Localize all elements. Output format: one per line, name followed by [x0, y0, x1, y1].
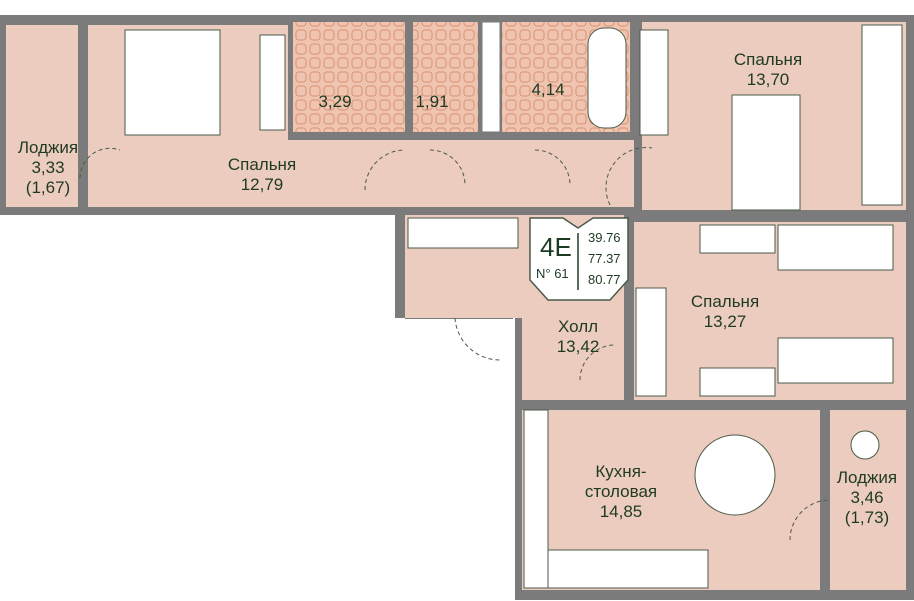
wardrobe-2	[639, 29, 669, 136]
door-arcs	[79, 147, 831, 541]
room-wc-191	[413, 22, 478, 132]
total-area: 77.37	[588, 251, 621, 266]
label-bathroom-329: 3,29	[318, 92, 351, 112]
shaft	[481, 21, 501, 133]
room-name: Лоджия	[17, 138, 79, 157]
bed-4	[777, 337, 894, 384]
room-area-reduced: (1,73)	[844, 508, 890, 527]
kitchen-counter	[523, 409, 549, 589]
living-area: 39.76	[588, 230, 621, 245]
room-area: 13,42	[556, 337, 600, 356]
plant	[850, 430, 880, 460]
label-bedroom-1279: Спальня 12,79	[228, 155, 296, 195]
label-bathroom-414: 4,14	[531, 80, 564, 100]
label-kitchen: Кухня- столовая 14,85	[585, 462, 657, 522]
desk-1	[861, 24, 903, 206]
label-bedroom-1327: Спальня 13,27	[691, 292, 759, 332]
room-hall-lower	[522, 300, 624, 400]
apartment-number: N° 61	[536, 266, 569, 281]
desk-3	[699, 367, 776, 397]
bed-1	[124, 29, 221, 136]
room-name: Спальня	[227, 155, 297, 174]
label-wc-191: 1,91	[415, 92, 448, 112]
room-loggia-left	[6, 25, 78, 207]
apartment-type: 4E	[540, 232, 572, 262]
room-name-cont: столовая	[584, 482, 658, 501]
bed-2	[731, 94, 801, 211]
entry	[405, 318, 513, 319]
room-bathroom-329	[293, 22, 405, 132]
room-name: Кухня-	[595, 462, 647, 481]
apartment-badge: 4E N° 61 39.76 77.37 80.77	[526, 218, 630, 300]
room-area-reduced: (1,67)	[25, 178, 71, 197]
room-name: Спальня	[733, 50, 803, 69]
total-area-with-loggias: 80.77	[588, 272, 621, 287]
label-loggia-left: Лоджия 3,33 (1,67)	[18, 138, 78, 198]
dining-table	[694, 434, 776, 516]
room-area: 14,85	[599, 502, 643, 521]
room-area: 4,14	[531, 80, 565, 99]
apartment-areas: 39.76 77.37 80.77	[588, 227, 621, 290]
label-hall: Холл 13,42	[557, 317, 600, 357]
wardrobe-3	[407, 217, 519, 249]
label-loggia-right: Лоджия 3,46 (1,73)	[837, 468, 897, 528]
room-area: 13,27	[703, 312, 747, 331]
room-corridor	[88, 140, 634, 207]
label-bedroom-1370: Спальня 13,70	[734, 50, 802, 90]
wardrobe-4	[635, 287, 667, 397]
room-area: 3,33	[31, 158, 65, 177]
wardrobe-1	[259, 34, 286, 131]
room-area: 3,29	[318, 92, 352, 111]
desk-2	[699, 224, 776, 254]
bathtub	[587, 27, 627, 129]
room-area: 12,79	[240, 175, 284, 194]
room-area: 3,46	[850, 488, 884, 507]
room-area: 1,91	[415, 92, 449, 111]
kitchen-counter-bottom	[547, 549, 709, 589]
bed-3	[777, 224, 894, 271]
room-name: Лоджия	[836, 468, 898, 487]
room-name: Холл	[557, 317, 599, 336]
room-name: Спальня	[690, 292, 760, 311]
room-area: 13,70	[746, 70, 790, 89]
badge-shape	[529, 217, 629, 301]
